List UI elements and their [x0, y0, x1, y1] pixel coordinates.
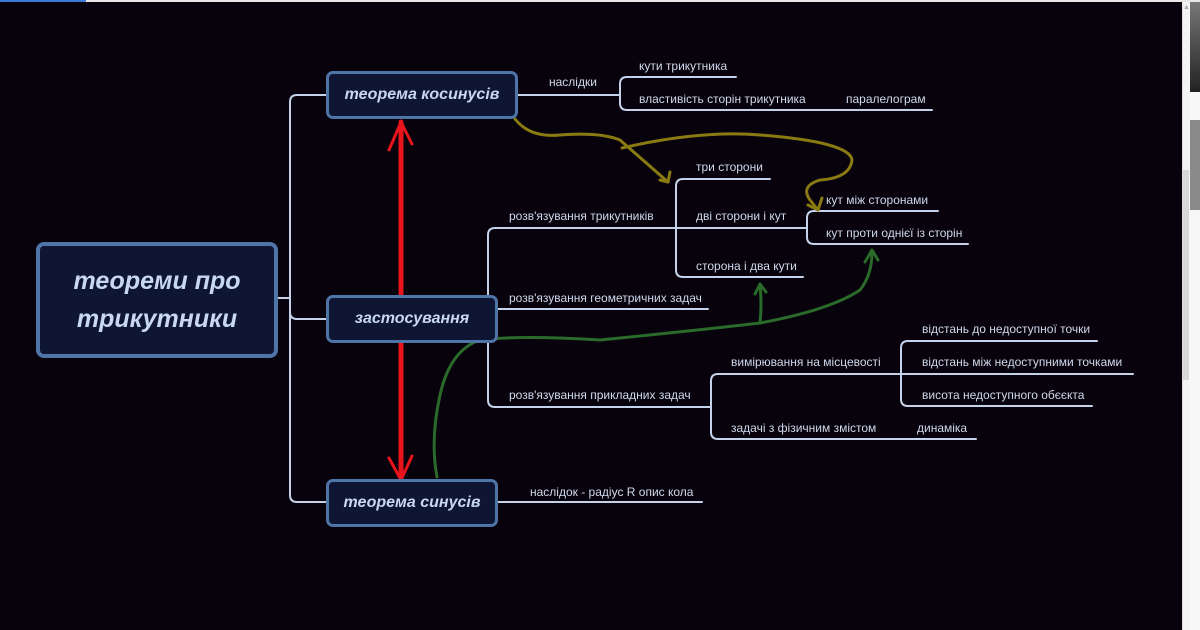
connector-measure-3: [900, 373, 1093, 407]
consequences-label[interactable]: наслідки: [549, 75, 597, 89]
connector-consequence-sides: [619, 94, 933, 111]
connector-app-applied: [487, 318, 712, 408]
application-node[interactable]: застосування: [326, 295, 498, 343]
scroll-up-arrow-icon[interactable]: ▲: [1183, 4, 1190, 11]
connector-app-triangles: [487, 227, 808, 320]
top-progress-bar: [0, 0, 1200, 2]
root-label-line1: теореми про: [73, 267, 241, 295]
sine-theorem-label: теорема синусів: [343, 494, 481, 511]
connector-angle-opposite: [806, 227, 969, 245]
case-two-sides-angle[interactable]: дві сторони і кут: [696, 209, 787, 223]
green-branch-side-two-angles: [758, 282, 763, 325]
side-panel-edge: [1189, 2, 1200, 630]
application-label: застосування: [354, 310, 470, 327]
angle-case-opposite[interactable]: кут проти однієї із сторін: [826, 226, 963, 240]
yellow-arrow-three-sides: [513, 117, 670, 184]
measure-distance-between-points[interactable]: відстань між недоступними точками: [922, 355, 1123, 369]
physics-dynamics[interactable]: динаміка: [917, 421, 968, 435]
root-node[interactable]: теореми про трикутники: [36, 242, 278, 358]
connector-measure-1: [900, 340, 1098, 375]
measure-object-height[interactable]: висота недоступного обєєкта: [922, 388, 1085, 402]
physics-problems[interactable]: задачі з фізичним змістом: [731, 421, 877, 435]
root-label-line2: трикутники: [76, 305, 238, 333]
item-solving-triangles[interactable]: розв'язування трикутників: [509, 209, 654, 223]
connector-case-three-sides: [675, 178, 771, 229]
item-geometric-problems[interactable]: розв'язування геометричних задач: [509, 291, 702, 305]
connector-angle-between: [806, 210, 939, 229]
scrollbar-thumb[interactable]: [1183, 170, 1189, 380]
connector-root-to-cosine: [289, 94, 328, 299]
sine-consequence[interactable]: наслідок - радіус R опис кола: [530, 485, 694, 499]
connector-physics: [710, 406, 977, 440]
sine-theorem-node[interactable]: теорема синусів: [326, 479, 498, 527]
consequence-angles[interactable]: кути трикутника: [639, 59, 728, 73]
angle-case-between[interactable]: кут між сторонами: [826, 193, 929, 207]
measure-distance-inaccessible-point[interactable]: відстань до недоступної точки: [922, 322, 1091, 336]
connector-consequence-angles: [619, 76, 737, 96]
connector-root-to-sine: [289, 297, 328, 503]
sub-consequence-parallelogram[interactable]: паралелограм: [846, 92, 926, 106]
case-side-two-angles[interactable]: сторона і два кути: [696, 259, 797, 273]
connector-app-geometric: [487, 308, 709, 320]
connector-root-to-application: [289, 297, 328, 320]
yellow-arrowhead-1: [658, 170, 672, 184]
thumbnail-image: [1190, 120, 1200, 210]
vertical-scrollbar[interactable]: ▲: [1182, 2, 1190, 630]
item-applied-problems[interactable]: розв'язування прикладних задач: [509, 388, 691, 402]
red-arrowhead-up: [387, 120, 414, 152]
thumbnail-image: [1190, 2, 1200, 92]
consequence-sides[interactable]: властивість сторін трикутника: [639, 92, 806, 106]
green-arrow-path: [432, 250, 874, 479]
green-arrowhead-opposite: [863, 248, 880, 264]
connector-measuring: [710, 373, 1134, 408]
connector-case-side-two-angles: [675, 227, 804, 278]
cosine-theorem-node[interactable]: теорема косинусів: [326, 71, 518, 119]
cosine-theorem-label: теорема косинусів: [344, 86, 500, 103]
progress-fill: [0, 0, 86, 2]
case-three-sides[interactable]: три сторони: [696, 160, 763, 174]
yellow-arrow-angle-between: [620, 132, 854, 212]
yellow-arrowhead-2: [806, 196, 824, 212]
measuring-on-terrain[interactable]: вимірювання на місцевості: [731, 355, 881, 369]
green-arrowhead-two-angles: [753, 282, 768, 296]
